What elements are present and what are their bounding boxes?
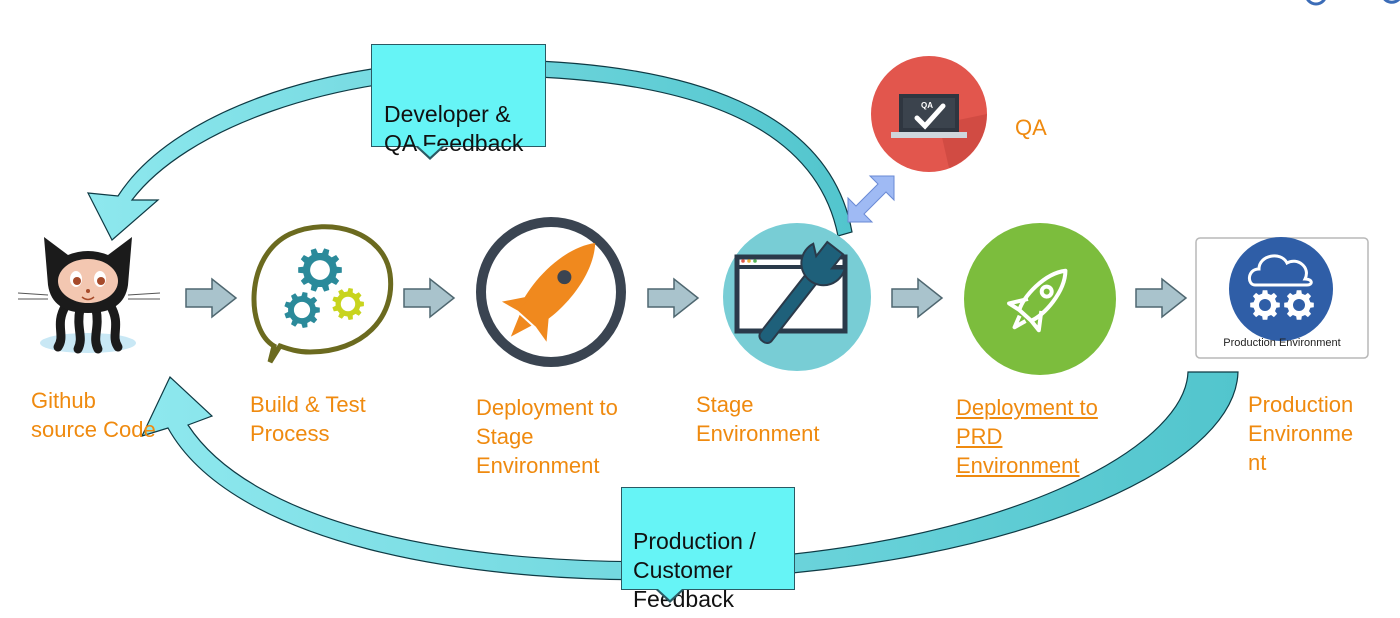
qa-laptop-check-icon: QA bbox=[871, 56, 987, 172]
stage-label-prod-env: Production Environme nt bbox=[1248, 392, 1354, 475]
gear-hole bbox=[340, 296, 356, 312]
qa-badge: QA bbox=[921, 101, 933, 110]
gears-speech-bubble-icon bbox=[251, 224, 394, 364]
green-rocket-icon bbox=[964, 223, 1116, 375]
top-feedback-loop-arrow bbox=[86, 59, 853, 241]
production-customer-feedback-callout: Production / Customer Feedback bbox=[621, 487, 795, 612]
gear-hole bbox=[310, 260, 330, 280]
orange-rocket-icon bbox=[476, 217, 626, 367]
developer-qa-feedback-text: Developer & QA Feedback bbox=[384, 101, 524, 156]
qa-label: QA bbox=[1015, 115, 1047, 140]
stage-label-deploy-stage: Deployment to Stage Environment bbox=[476, 395, 618, 478]
gear-hole bbox=[293, 301, 311, 319]
flow-arrow-2 bbox=[403, 277, 456, 319]
production-customer-feedback-text: Production / Customer Feedback bbox=[633, 528, 756, 612]
gear-hole bbox=[1293, 299, 1305, 311]
flow-arrow-1 bbox=[185, 277, 238, 319]
stage-label-deploy-prd[interactable]: Deployment to PRD Environment bbox=[956, 395, 1098, 478]
stage-label-stage-env: Stage Environment bbox=[696, 392, 820, 446]
corner-decoration bbox=[1306, 0, 1400, 6]
bottom-feedback-loop-arrow bbox=[140, 371, 1239, 581]
wrench-window-icon bbox=[723, 223, 871, 371]
stage-label-github: Github source Code bbox=[31, 388, 156, 442]
stage-label-build: Build & Test Process bbox=[250, 392, 366, 446]
cloud-gears-icon bbox=[1229, 237, 1333, 341]
developer-qa-feedback-callout: Developer & QA Feedback bbox=[371, 44, 546, 160]
flow-arrow-3 bbox=[647, 277, 700, 319]
production-box-caption: Production Environment bbox=[1223, 337, 1341, 349]
qa-bidirectional-arrow bbox=[847, 175, 895, 223]
gear-hole bbox=[1259, 299, 1271, 311]
github-octocat-icon bbox=[17, 237, 161, 354]
flow-arrow-5 bbox=[1135, 277, 1188, 319]
flow-arrow-4 bbox=[891, 277, 944, 319]
